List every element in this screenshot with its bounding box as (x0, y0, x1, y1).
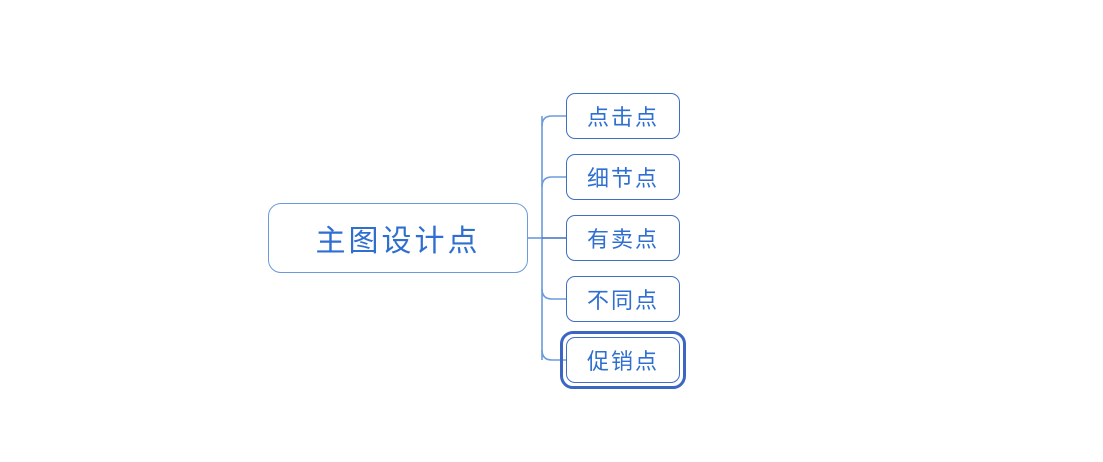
child-node-3-label: 有卖点 (586, 227, 659, 252)
selection-highlight[interactable] (560, 331, 686, 389)
child-node-4[interactable]: 不同点 (566, 276, 680, 322)
child-node-5[interactable]: 促销点 (566, 337, 680, 383)
child-node-5-label: 促销点 (586, 349, 659, 374)
connector-branch-0 (541, 115, 566, 127)
child-node-2-label: 细节点 (586, 166, 659, 191)
child-node-4-label: 不同点 (586, 288, 659, 313)
child-node-1-label: 点击点 (586, 105, 659, 130)
connector-branch-1 (541, 176, 566, 188)
connector-branch-3 (541, 288, 566, 300)
child-node-2[interactable]: 细节点 (566, 154, 680, 200)
root-node-label: 主图设计点 (315, 225, 481, 258)
child-node-1[interactable]: 点击点 (566, 93, 680, 139)
child-node-3[interactable]: 有卖点 (566, 215, 680, 261)
root-node[interactable]: 主图设计点 (268, 203, 528, 273)
